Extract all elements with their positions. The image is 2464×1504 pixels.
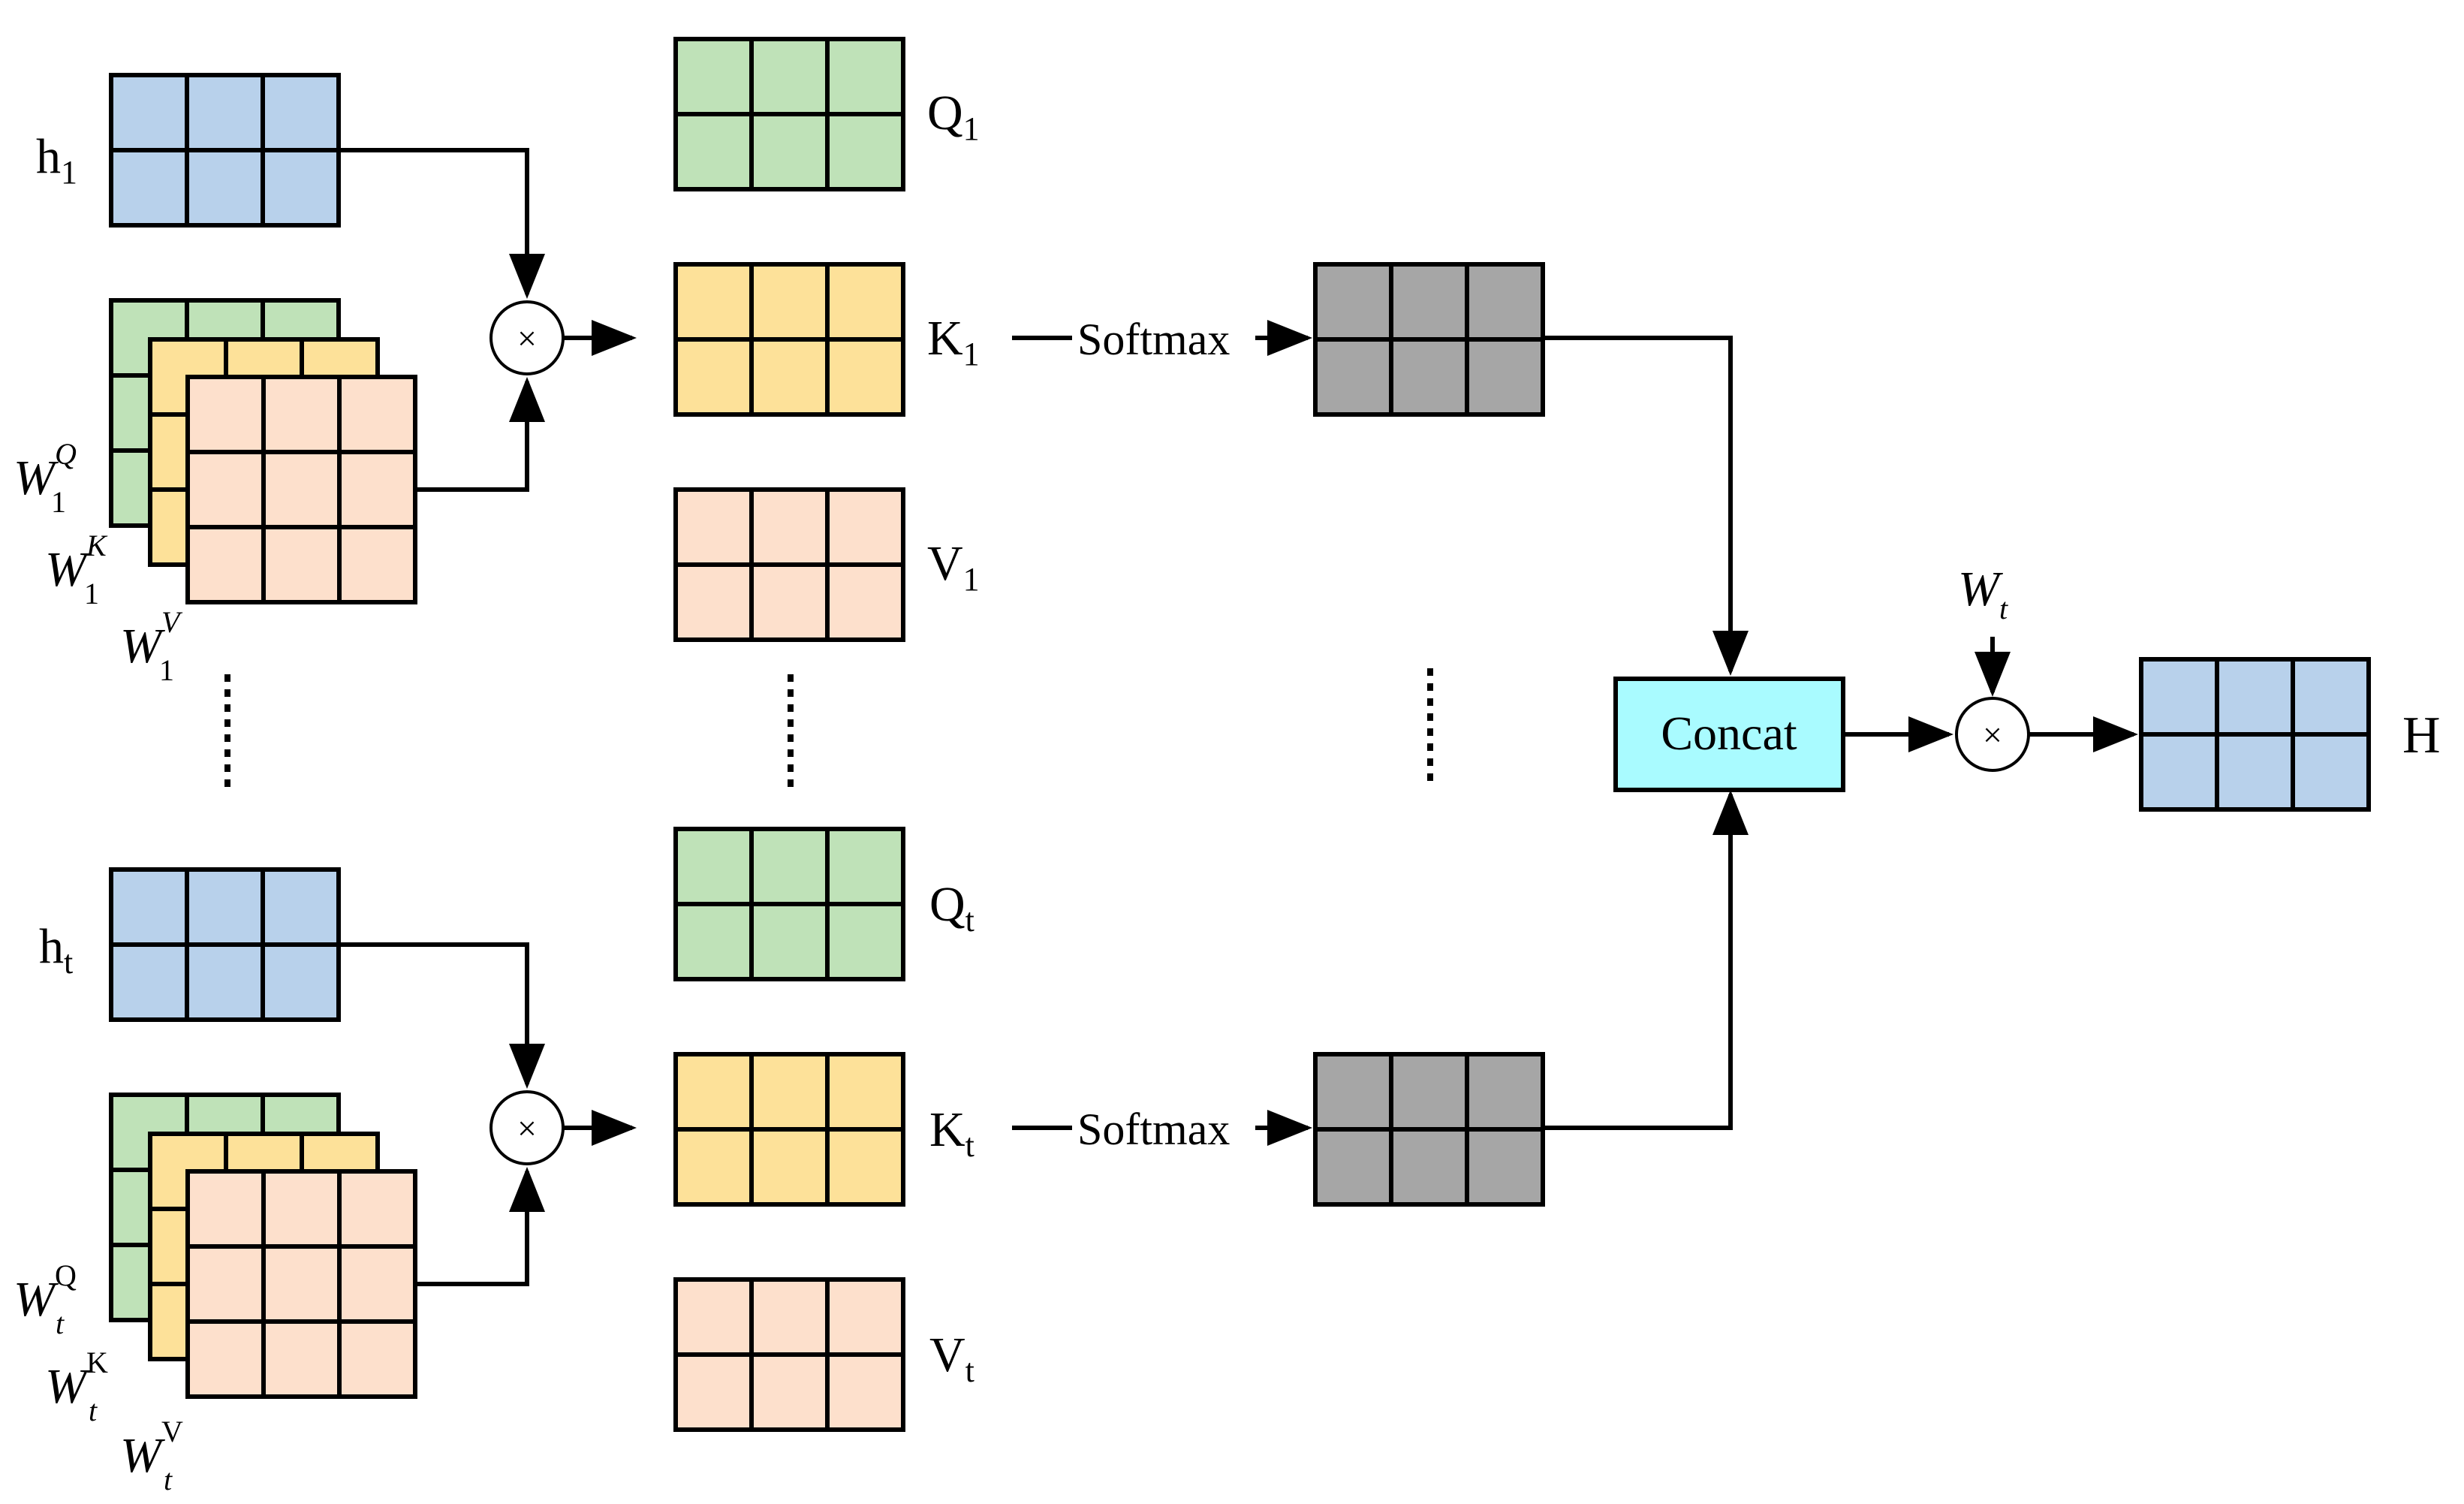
qt-label: Qt xyxy=(929,877,974,939)
qt-matrix xyxy=(673,827,905,981)
softmax-top-label: Softmax xyxy=(1077,315,1230,364)
concat-label: Concat xyxy=(1661,707,1797,760)
attention-matrix-headt xyxy=(1313,1052,1545,1207)
ht-matrix xyxy=(109,867,341,1022)
k1-matrix xyxy=(673,262,905,417)
kt-label: Kt xyxy=(929,1102,974,1164)
multiply-symbol-head1: × xyxy=(517,319,537,357)
q1-matrix xyxy=(673,37,905,191)
h1-to-multiply-arrow xyxy=(339,148,545,299)
multiply-symbol-output: × xyxy=(1983,716,2002,754)
h1-matrix xyxy=(109,73,341,228)
w1-to-multiply-arrow xyxy=(415,377,545,492)
kt-matrix xyxy=(673,1052,905,1207)
wtv-matrix xyxy=(185,1169,417,1399)
multiply-symbol-headt: × xyxy=(517,1109,537,1147)
v1-label: V1 xyxy=(927,536,980,598)
softmax-bottom-label: Softmax xyxy=(1077,1105,1230,1154)
vt-matrix xyxy=(673,1277,905,1432)
attention-headt-to-concat-arrow xyxy=(1543,790,1749,1130)
output-h-matrix xyxy=(2139,657,2371,812)
ht-label: ht xyxy=(39,919,73,981)
k1-label: K1 xyxy=(927,311,980,372)
attention-head1-to-concat-arrow xyxy=(1543,336,1749,676)
w1v-matrix xyxy=(185,375,417,604)
vt-label: Vt xyxy=(929,1328,974,1389)
h1-label: h1 xyxy=(36,129,77,191)
concat-box: Concat xyxy=(1613,677,1845,792)
attention-matrix-head1 xyxy=(1313,262,1545,417)
v1-matrix xyxy=(673,487,905,642)
q1-label: Q1 xyxy=(927,86,980,147)
ht-to-multiply-arrow xyxy=(339,942,545,1089)
wt-to-multiply-arrow xyxy=(415,1167,545,1286)
output-h-label: H xyxy=(2402,707,2441,764)
wt-label: Wt xyxy=(1958,562,2008,625)
